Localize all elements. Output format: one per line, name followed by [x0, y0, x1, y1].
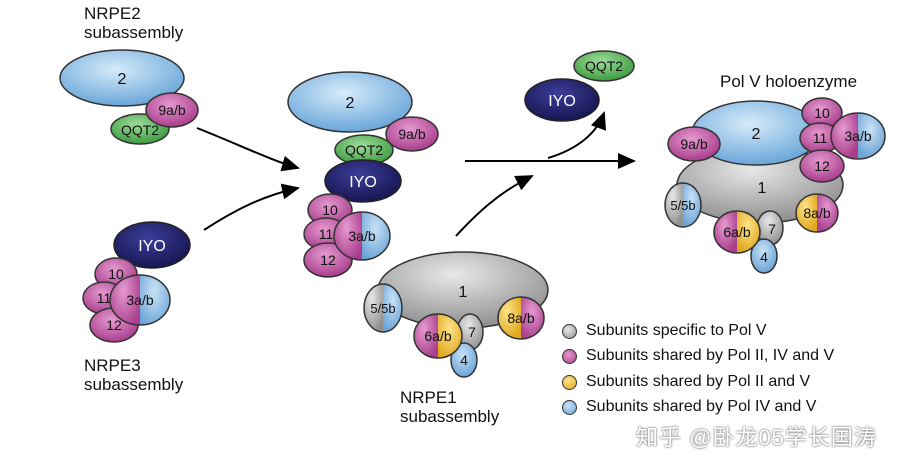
- middle-complex: 2 QQT2 9a/b IYO 10 11 12 3a/b: [287, 71, 439, 278]
- svg-text:IYO: IYO: [548, 93, 576, 110]
- svg-text:9a/b: 9a/b: [398, 126, 425, 142]
- svg-text:9a/b: 9a/b: [680, 136, 707, 152]
- svg-text:1: 1: [758, 180, 767, 197]
- nrpe2-label-line2: subassembly: [84, 23, 184, 42]
- subunit-4: [750, 238, 778, 274]
- svg-text:3a/b: 3a/b: [126, 292, 153, 308]
- svg-text:12: 12: [814, 158, 830, 174]
- svg-text:1: 1: [459, 284, 468, 301]
- svg-text:4: 4: [460, 352, 468, 368]
- nrpe3-label: NRPE3 subassembly: [84, 356, 183, 394]
- svg-text:4: 4: [760, 249, 768, 265]
- legend-item-pol-ii-v: Subunits shared by Pol II and V: [562, 370, 810, 394]
- svg-text:7: 7: [468, 324, 476, 340]
- svg-text:9a/b: 9a/b: [158, 102, 185, 118]
- subunit-9ab: [385, 116, 439, 152]
- svg-text:8a/b: 8a/b: [507, 310, 534, 326]
- svg-text:7: 7: [768, 221, 776, 237]
- nrpe3-label-line1: NRPE3: [84, 356, 141, 375]
- grey-dot-icon: [562, 323, 577, 339]
- subunit-55b: 5/5b: [363, 283, 403, 333]
- svg-text:3a/b: 3a/b: [348, 228, 375, 244]
- arrow-nrpe3-to-complex: [203, 183, 300, 231]
- nrpe3-label-line2: subassembly: [84, 375, 184, 394]
- holoenzyme-label: Pol V holoenzyme: [720, 72, 858, 91]
- subunit-3ab: 3a/b: [333, 211, 391, 261]
- svg-text:5/5b: 5/5b: [370, 301, 395, 316]
- svg-text:QQT2: QQT2: [345, 142, 383, 158]
- svg-text:11: 11: [319, 226, 334, 242]
- svg-text:10: 10: [108, 266, 124, 282]
- subunit-12: [799, 149, 845, 183]
- subunit-iyo: [324, 159, 402, 203]
- svg-text:10: 10: [814, 105, 830, 121]
- svg-text:11: 11: [97, 290, 112, 306]
- arrow-nrpe2-to-complex: [196, 127, 300, 172]
- svg-text:10: 10: [322, 202, 338, 218]
- watermark: 知乎 @卧龙05学长国涛: [636, 425, 877, 450]
- arrow-nrpe1-to-complex: [455, 175, 534, 237]
- subunit-2: [287, 71, 413, 133]
- subunit-qqt2: [573, 50, 635, 82]
- subunit-4: [450, 342, 478, 378]
- nrpe1-label-line1: NRPE1: [400, 388, 457, 407]
- svg-text:IYO: IYO: [349, 174, 377, 191]
- legend-item-pol-ii-iv-v: Subunits shared by Pol II, IV and V: [562, 344, 834, 368]
- svg-text:12: 12: [320, 252, 336, 268]
- svg-text:2: 2: [118, 71, 127, 88]
- pol-v-holoenzyme: 1 2 9a/b 10 11 12 3a/b 5/5b 7 4: [664, 97, 886, 274]
- magenta-dot-icon: [562, 348, 577, 364]
- subunit-iyo: [113, 221, 191, 269]
- subunit-8ab: 8a/b: [497, 296, 545, 340]
- subunit-9ab: [145, 92, 199, 128]
- nrpe1-subassembly: 1 5/5b 7 4 6a/b 8a/b: [363, 251, 549, 378]
- nrpe2-subassembly: 2 QQT2 9a/b: [59, 49, 199, 145]
- nrpe3-subassembly: IYO 10 11 12 3a/b: [82, 221, 191, 343]
- svg-text:QQT2: QQT2: [585, 58, 623, 74]
- svg-text:5/5b: 5/5b: [670, 198, 695, 213]
- subunit-8ab: 8a/b: [795, 193, 839, 233]
- svg-text:3a/b: 3a/b: [844, 128, 871, 144]
- svg-text:12: 12: [106, 317, 122, 333]
- yellow-dot-icon: [562, 374, 577, 390]
- svg-text:2: 2: [752, 126, 761, 143]
- svg-text:6a/b: 6a/b: [424, 328, 451, 344]
- svg-text:6a/b: 6a/b: [723, 224, 750, 240]
- light-blue-dot-icon: [562, 399, 577, 415]
- nrpe2-label: NRPE2 subassembly: [84, 4, 183, 42]
- released-subunits: QQT2 IYO: [524, 50, 635, 122]
- arrow-release-iyo-qqt2: [547, 111, 607, 159]
- svg-text:2: 2: [346, 95, 355, 112]
- svg-text:8a/b: 8a/b: [803, 205, 830, 221]
- svg-text:QQT2: QQT2: [121, 122, 159, 138]
- subunit-3ab: 3a/b: [830, 112, 886, 160]
- subunit-iyo: [524, 78, 600, 122]
- subunit-55b: 5/5b: [664, 182, 702, 228]
- nrpe1-label: NRPE1 subassembly: [400, 388, 499, 426]
- svg-text:IYO: IYO: [138, 238, 166, 255]
- nrpe2-label-line1: NRPE2: [84, 4, 141, 23]
- legend-item-pol-iv-v: Subunits shared by Pol IV and V: [562, 395, 816, 419]
- svg-text:11: 11: [813, 130, 828, 146]
- legend-item-pol-v-specific: Subunits specific to Pol V: [562, 319, 767, 343]
- nrpe1-label-line2: subassembly: [400, 407, 500, 426]
- subunit-9ab: [667, 126, 721, 162]
- subunit-2: [59, 49, 185, 107]
- subunit-6ab: 6a/b: [713, 210, 761, 254]
